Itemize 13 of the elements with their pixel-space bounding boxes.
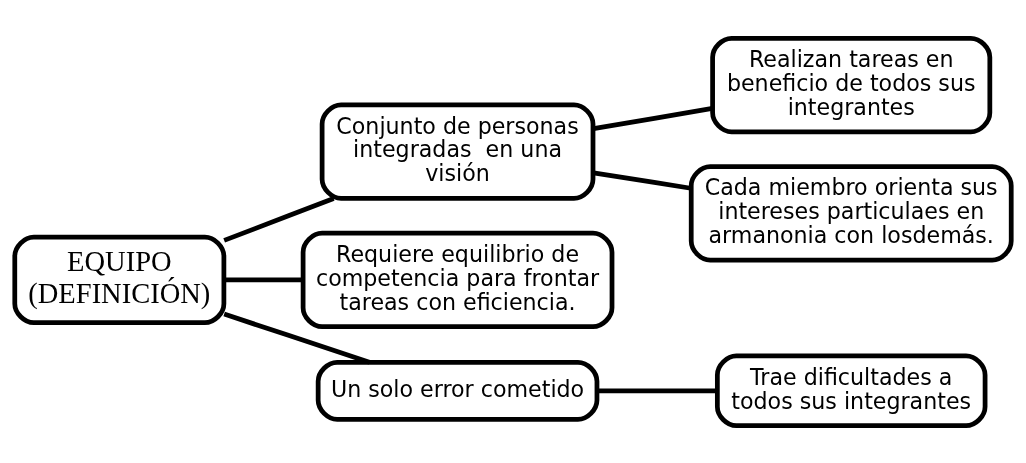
- connector: [224, 277, 303, 282]
- node-box: Conjunto de personas integradas en una visión: [319, 102, 596, 201]
- connector: [223, 195, 335, 243]
- node-box: EQUIPO (DEFINICIÓN): [12, 234, 227, 325]
- node-box: Trae dificultades a todos sus integrantes: [715, 353, 988, 428]
- node-box: Requiere equilibrio de competencia para frontar tareas con eficiencia.: [300, 230, 615, 329]
- connector: [593, 170, 692, 191]
- node-box: Un solo error cometido: [315, 359, 600, 422]
- connector: [223, 311, 371, 364]
- connector: [593, 105, 713, 131]
- node-box: Realizan tareas en beneficio de todos sus integrantes: [710, 35, 993, 134]
- connector: [597, 387, 717, 393]
- node-box: Cada miembro orienta sus intereses particulaes en armanonia con losdemás.: [688, 163, 1014, 262]
